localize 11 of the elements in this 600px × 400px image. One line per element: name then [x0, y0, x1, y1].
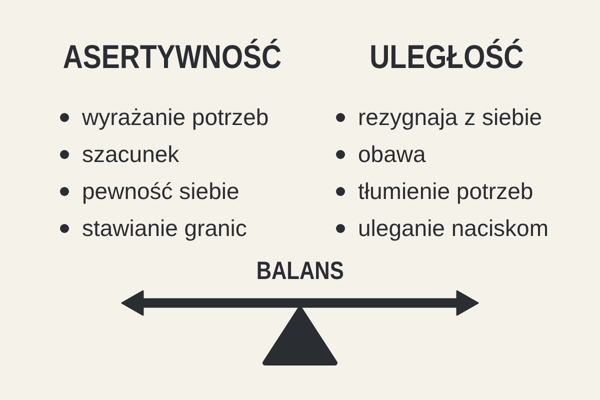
column-heading: ASERTYWNOŚĆ — [62, 39, 282, 75]
list-item: obawa — [358, 140, 426, 168]
list-item: wyrażanie potrzeb — [82, 103, 269, 131]
column-heading: ULEGŁOŚĆ — [369, 39, 524, 75]
balance-label: BALANS — [256, 257, 344, 285]
list-item: rezygnaja z siebie — [358, 103, 542, 131]
list-item: tłumienie potrzeb — [358, 177, 534, 205]
list-item: szacunek — [82, 140, 180, 168]
list-item: stawianie granic — [82, 214, 247, 242]
list-item: uleganie naciskom — [358, 214, 549, 242]
list-item: pewność siebie — [82, 177, 240, 205]
